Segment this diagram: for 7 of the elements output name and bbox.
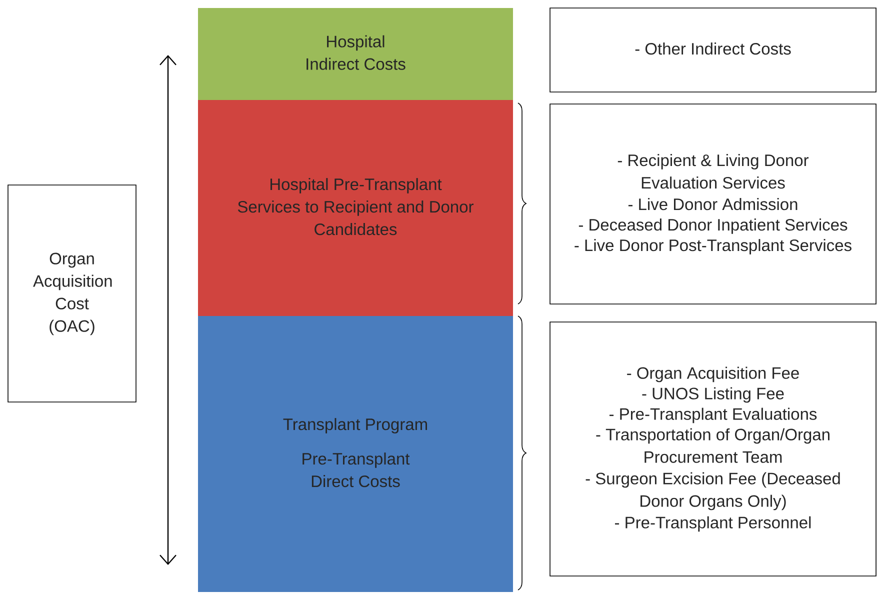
cost-block: Hospital Indirect Costs	[198, 8, 513, 100]
label-box: Organ Acquisition Cost (OAC)	[8, 184, 136, 402]
cost-block: Hospital Pre-Transplant Services to Recipient and Donor Candidates	[198, 100, 513, 316]
list-box: - Organ Acquisition Fee - UNOS Listing Fee - Pre-Transplant Evaluations - Transportation of Organ/Organ Procurement Team - Surgeon Excision Fee (Deceased Donor Organs Only) - Pre-Transplant Personnel	[550, 322, 876, 576]
cost-block: Transplant Program Pre-Transplant Direct Costs	[198, 316, 513, 592]
list-box: - Other Indirect Costs	[550, 8, 876, 92]
list-box: - Recipient & Living Donor Evaluation Services - Live Donor Admission - Deceased Donor Inpatient Services - Live Donor Post-Transplant Services	[550, 104, 876, 304]
